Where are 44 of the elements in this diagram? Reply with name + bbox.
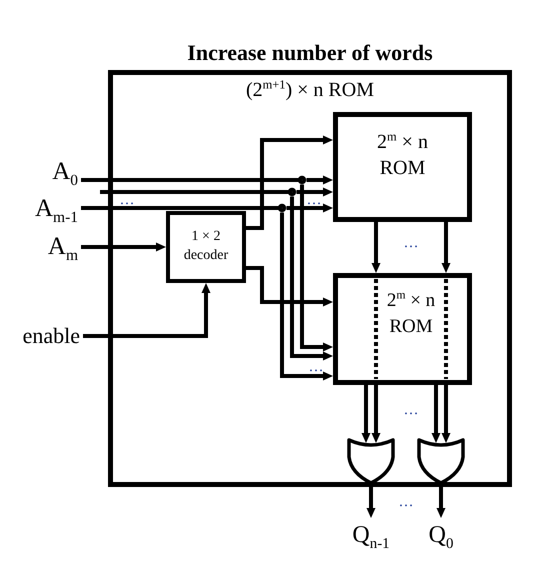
- signal-arrow: [296, 188, 333, 196]
- ellipsis-mark: …: [404, 238, 418, 248]
- signal-arrow: [246, 136, 333, 230]
- block-label: 1 × 2 decoder: [182, 228, 230, 265]
- signal-arrow: [436, 485, 446, 518]
- input-label: A$_{m-1}$: [34, 198, 78, 220]
- signal-arrow: [81, 242, 166, 252]
- signal-arrow: [372, 385, 380, 443]
- rom-block: [333, 112, 472, 222]
- signal-arrow: [286, 204, 333, 212]
- decoder-block: [166, 211, 246, 283]
- signal-line: [79, 204, 286, 212]
- input-label: A$_{0}$: [52, 161, 78, 183]
- rom-module-box: [108, 70, 512, 487]
- rom-block: [333, 273, 472, 385]
- signal-arrow: [366, 485, 376, 518]
- signal-arrow: [362, 385, 370, 443]
- signal-arrow: [432, 385, 440, 443]
- ellipsis-mark: …: [308, 362, 324, 372]
- signal-arrow: [83, 283, 210, 338]
- signal-arrow: [442, 222, 450, 273]
- signal-arrow: [442, 385, 450, 443]
- signal-line: [79, 176, 306, 184]
- signal-arrow: [280, 212, 333, 380]
- diagram-title: Increase number of words: [187, 40, 433, 66]
- signal-line: [98, 188, 296, 196]
- output-label: Q$_{n-1}$: [352, 520, 390, 550]
- signal-arrow: [300, 184, 333, 352]
- input-label: A$_{m}$: [48, 235, 78, 259]
- signal-arrow: [246, 266, 333, 306]
- module-heading: (2$^{m+1}$) × n ROM: [246, 77, 374, 103]
- input-label: enable: [22, 324, 80, 348]
- signal-arrow: [372, 222, 380, 273]
- ellipsis-mark: …: [120, 195, 134, 205]
- or-gate: [346, 437, 396, 485]
- block-label: 2$^{m}$ × n ROM: [386, 288, 436, 339]
- ellipsis-mark: …: [398, 497, 414, 507]
- ellipsis-mark: …: [404, 405, 418, 415]
- signal-arrow: [306, 176, 333, 184]
- or-gate: [416, 437, 466, 485]
- signal-arrow: [290, 196, 333, 360]
- ellipsis-mark: …: [306, 195, 322, 205]
- block-label: 2$^{m}$ × n ROM: [376, 129, 429, 181]
- output-label: Q$_{0}$: [428, 520, 454, 550]
